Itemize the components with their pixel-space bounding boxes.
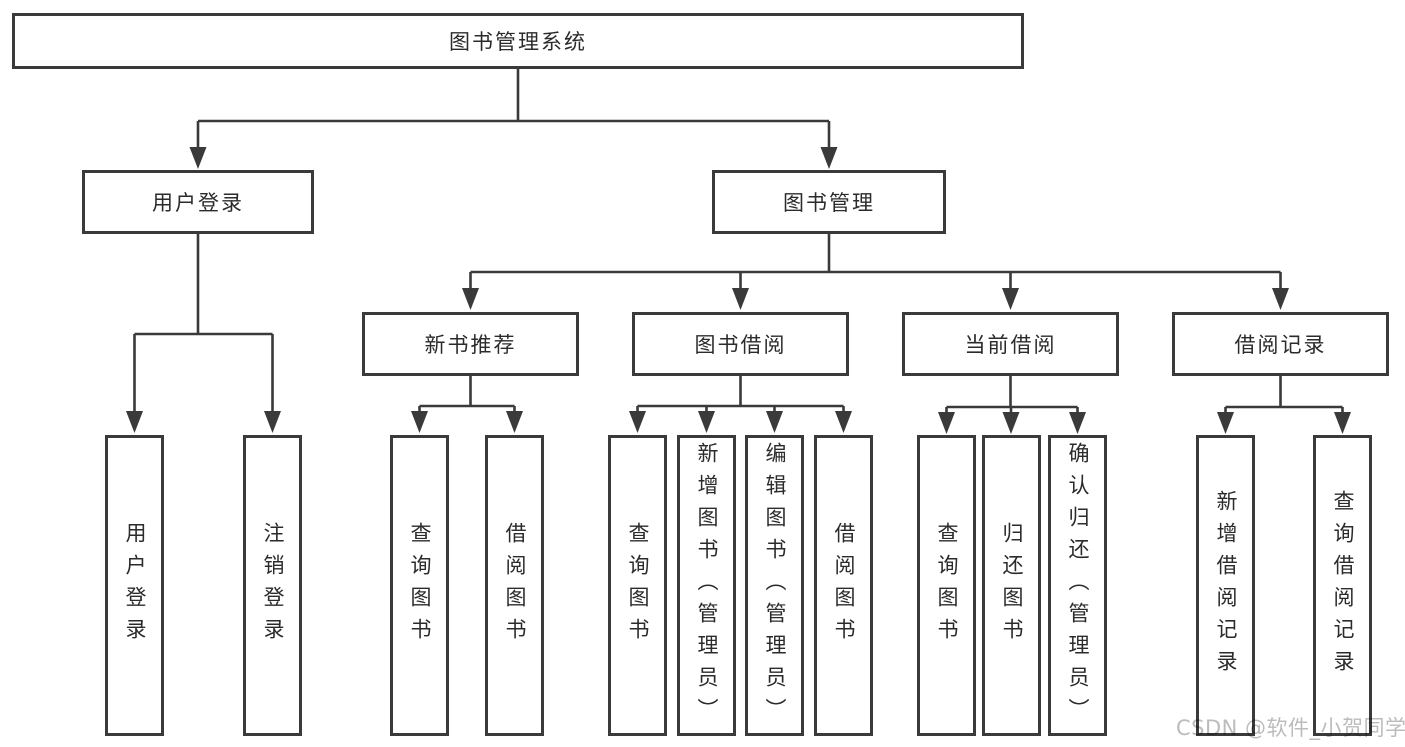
node-new-book-recommend: 新书推荐	[362, 312, 579, 376]
connector-user-login-to-leaves	[126, 234, 281, 433]
connector-current-borrowing-to-leaves	[938, 376, 1086, 434]
node-book-management-label: 图书管理	[783, 191, 875, 215]
leaf-logout: 注销登录	[243, 435, 302, 736]
leaf-query-books-borrowing-label: 查询图书	[626, 521, 650, 650]
leaf-query-books-current: 查询图书	[917, 435, 976, 736]
connector-book-management-to-level3	[462, 234, 1289, 310]
csdn-watermark: CSDN @软件_小贺同学	[1176, 716, 1405, 740]
leaf-add-borrow-record: 新增借阅记录	[1196, 435, 1255, 736]
node-book-management: 图书管理	[712, 170, 946, 234]
leaf-return-books-label: 归还图书	[1000, 521, 1024, 650]
leaf-borrow-books-recommend: 借阅图书	[485, 435, 544, 736]
leaf-add-borrow-record-label: 新增借阅记录	[1214, 489, 1238, 682]
connector-new-book-recommend-to-leaves	[411, 376, 523, 433]
leaf-user-login-label: 用户登录	[123, 521, 147, 650]
leaf-confirm-return-admin-label: 确认归还（管理员）	[1066, 441, 1090, 730]
leaf-add-books-admin-label: 新增图书（管理员）	[695, 441, 719, 730]
node-user-login-label: 用户登录	[152, 191, 244, 215]
node-book-borrowing: 图书借阅	[632, 312, 849, 376]
leaf-edit-books-admin-label: 编辑图书（管理员）	[763, 441, 787, 730]
node-root-label: 图书管理系统	[449, 30, 587, 54]
leaf-query-books-recommend-label: 查询图书	[408, 521, 432, 650]
leaf-return-books: 归还图书	[982, 435, 1041, 736]
node-book-borrowing-label: 图书借阅	[694, 333, 787, 357]
leaf-query-books-recommend: 查询图书	[390, 435, 449, 736]
leaf-query-books-current-label: 查询图书	[935, 521, 959, 650]
leaf-borrow-books: 借阅图书	[814, 435, 873, 736]
leaf-borrow-books-label: 借阅图书	[832, 521, 856, 650]
leaf-add-books-admin: 新增图书（管理员）	[677, 435, 736, 736]
leaf-confirm-return-admin: 确认归还（管理员）	[1048, 435, 1107, 736]
connector-root-to-level2	[189, 69, 838, 169]
node-borrowing-records-label: 借阅记录	[1234, 333, 1327, 357]
leaf-edit-books-admin: 编辑图书（管理员）	[745, 435, 804, 736]
leaf-query-borrow-record: 查询借阅记录	[1313, 435, 1372, 736]
node-current-borrowing-label: 当前借阅	[964, 333, 1057, 357]
leaf-user-login: 用户登录	[105, 435, 164, 736]
leaf-borrow-books-recommend-label: 借阅图书	[503, 521, 527, 650]
node-root: 图书管理系统	[12, 13, 1024, 69]
node-current-borrowing: 当前借阅	[902, 312, 1119, 376]
node-borrowing-records: 借阅记录	[1172, 312, 1389, 376]
leaf-query-books-borrowing: 查询图书	[608, 435, 667, 736]
connector-borrowing-records-to-leaves	[1217, 376, 1351, 434]
connector-book-borrowing-to-leaves	[629, 376, 852, 433]
node-new-book-recommend-label: 新书推荐	[424, 333, 517, 357]
node-user-login: 用户登录	[82, 170, 314, 234]
leaf-query-borrow-record-label: 查询借阅记录	[1331, 489, 1355, 682]
leaf-logout-label: 注销登录	[261, 521, 285, 650]
